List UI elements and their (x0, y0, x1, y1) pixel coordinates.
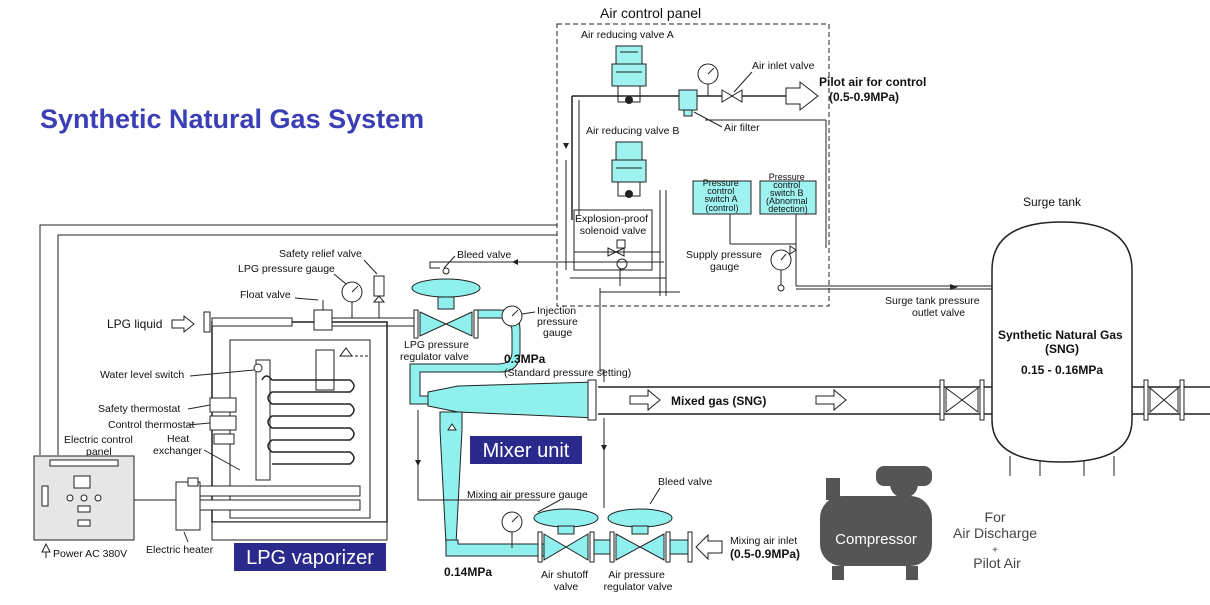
compressor-purpose: For Air Discharge + Pilot Air (953, 509, 1041, 571)
air-reducing-valve-b (611, 141, 647, 198)
power-arrow-icon (41, 542, 51, 553)
surge-tank: Surge tank Synthetic Natural Gas (SNG) 0… (796, 195, 1133, 476)
inline-valve-icon (939, 379, 985, 421)
compressor-label: Compressor (835, 531, 917, 548)
pilot-air-range: (0.5-0.9MPa) (829, 90, 899, 104)
mixing-inlet-label: Mixing air inlet (730, 535, 797, 547)
surge-tank-title: Surge tank (1023, 195, 1082, 209)
air-filter-label: Air filter (724, 122, 760, 134)
air-pressure-regulator-valve (607, 508, 673, 563)
diagram-title: Synthetic Natural Gas System (40, 104, 424, 134)
air-shutoff-label: Air shutoff valve (541, 569, 591, 593)
mixer-low-pressure: 0.14MPa (444, 565, 492, 579)
pressure-switch-b-label: Pressure control switch B (Abnormal dete… (766, 172, 810, 214)
mixed-gas-arrow-icon (629, 388, 661, 412)
air-inlet-valve-label: Air inlet valve (752, 60, 815, 72)
air-filter-icon (678, 89, 698, 117)
pilot-air-arrow-icon (785, 80, 819, 112)
safety-relief-label: Safety relief valve (279, 248, 362, 260)
mixed-gas-label: Mixed gas (SNG) (671, 394, 766, 408)
lpg-liquid-arrow-icon (171, 314, 195, 334)
mixing-gauge-label: Mixing air pressure gauge (467, 489, 588, 501)
solenoid-valve-icon (607, 239, 628, 270)
mixed-gas-pipe: Mixed gas (SNG) (598, 379, 1210, 421)
heat-exchanger-coil-icon (255, 349, 355, 481)
mixer-tag-bg (470, 436, 582, 464)
lpg-vaporizer (175, 275, 414, 541)
air-regulator-label: Air pressure regulator valve (604, 569, 673, 593)
control-thermostat-label: Control thermostat (108, 419, 194, 431)
air-shutoff-valve (533, 508, 599, 563)
vaporizer-tag: LPG vaporizer (246, 547, 374, 569)
outlet-valve-icon (1143, 379, 1185, 421)
vaporizer-tag-bg (234, 543, 386, 571)
pilot-air-label: Pilot air for control (819, 75, 926, 89)
mixing-air-arrow-icon (695, 533, 723, 561)
safety-thermostat-label: Safety thermostat (98, 403, 180, 415)
lpg-regulator-label: LPG pressure regulator valve (400, 339, 472, 363)
air-reducing-valve-a (611, 45, 647, 104)
mixing-gauge-icon (501, 511, 523, 548)
regulator-standard: (Standard pressure setting) (504, 367, 631, 379)
heater-label: Electric heater (146, 544, 214, 556)
mixer-unit-tag: Mixer unit (483, 440, 570, 462)
electric-control-panel (33, 455, 135, 541)
electric-panel-label: Electric control panel (64, 434, 136, 458)
water-level-label: Water level switch (100, 369, 184, 381)
supply-pressure-gauge-label: Supply pressure gauge (686, 249, 765, 273)
injection-gauge-icon (501, 305, 523, 327)
regulator-pressure: 0.3MPa (504, 352, 546, 366)
power-label: Power AC 380V (53, 548, 127, 560)
lpg-gauge-label: LPG pressure gauge (238, 263, 335, 275)
air-panel-border (556, 23, 830, 307)
air-inlet-valve-icon (721, 89, 743, 103)
lpg-regulator: LPG pressure regulator valve Bleed valve (400, 249, 664, 405)
solenoid-label: Explosion-proof solenoid valve (575, 213, 651, 237)
air-control-panel: Air control panel Air reducing valve A A… (556, 5, 926, 307)
pressure-switch-a-label: Pressure control switch A (control) (703, 178, 742, 213)
pressure-switch-a (692, 180, 752, 215)
lpg-liquid-label: LPG liquid (107, 317, 162, 331)
surge-sng-label: Synthetic Natural Gas (SNG) (998, 328, 1126, 356)
float-valve-label: Float valve (240, 289, 291, 301)
supply-pressure-gauge-icon (770, 249, 792, 292)
surge-outlet-label: Surge tank pressure outlet valve (885, 295, 982, 319)
air-panel-title: Air control panel (600, 5, 701, 21)
surge-pressure: 0.15 - 0.16MPa (1021, 363, 1103, 377)
compressor: Compressor (820, 466, 932, 580)
bleed-valve-top-label: Bleed valve (457, 249, 511, 261)
injection-gauge-label: Injection pressure gauge (537, 305, 581, 339)
bleed-valve-bottom-label: Bleed valve (658, 476, 712, 488)
pilot-gauge-icon (697, 63, 719, 96)
mixed-gas-arrow-2-icon (815, 388, 847, 412)
air-reducing-valve-a-label: Air reducing valve A (581, 29, 674, 41)
mixer-body: Mixer unit (427, 379, 597, 557)
solenoid-box (573, 209, 653, 271)
air-reducing-valve-b-label: Air reducing valve B (586, 125, 679, 137)
heat-exchanger-label: Heat exchanger (153, 433, 203, 457)
mixing-inlet-range: (0.5-0.9MPa) (730, 547, 800, 561)
pressure-switch-b (759, 180, 817, 215)
